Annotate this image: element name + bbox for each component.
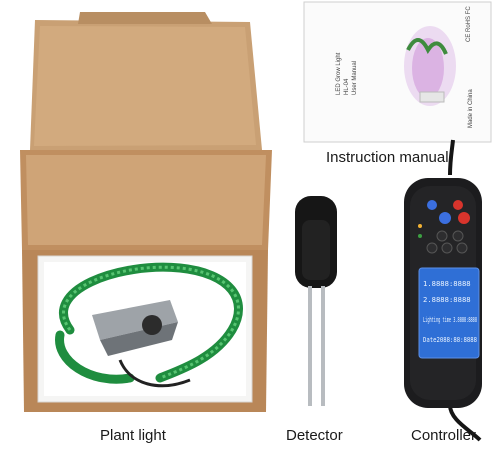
caption-detector: Detector — [286, 427, 343, 444]
caption-controller: Controller — [411, 427, 477, 444]
lcd-line-1: 1.8888:8888 — [423, 279, 471, 288]
manual-marks: CE RoHS FC — [466, 6, 472, 42]
manual-model: HL-04 — [344, 78, 350, 95]
manual-title: LED Grow Light — [336, 52, 342, 95]
lcd-line-4: Date2088:88:8888 — [423, 335, 477, 344]
manual-made-in: Made in China — [468, 89, 474, 128]
caption-plant-light: Plant light — [100, 427, 166, 444]
controller — [404, 178, 482, 408]
lcd-line-2: 2.8888:8888 — [423, 295, 471, 304]
soil-detector — [295, 196, 337, 406]
controller-cable — [448, 139, 455, 176]
lcd-line-3: Lighting time 3.8888:8888 — [423, 315, 477, 324]
plant-light — [55, 262, 243, 388]
manual-subtitle: User Manual — [352, 61, 358, 95]
caption-instruction-manual: Instruction manual — [326, 149, 449, 166]
instruction-manual — [303, 1, 492, 143]
controller-cable-bottom — [448, 404, 482, 442]
